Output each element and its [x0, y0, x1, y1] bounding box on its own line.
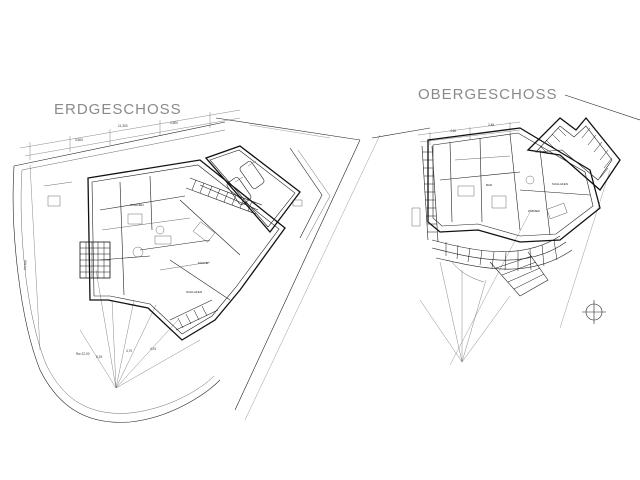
ground-floor-terrace-steps	[169, 299, 219, 331]
upper-floor-building-outline	[427, 127, 601, 243]
svg-text:WOHNEN: WOHNEN	[130, 203, 144, 207]
svg-text:24,400: 24,400	[23, 260, 28, 270]
svg-text:SCHLAFEN: SCHLAFEN	[186, 290, 202, 294]
svg-text:2,45: 2,45	[488, 123, 494, 127]
svg-text:SCHLAFEN: SCHLAFEN	[552, 182, 568, 186]
site-boundary-inner	[20, 169, 215, 414]
upper-floor-plan: 4,60 2,45 BAD ZIMMER SCHLAFEN	[371, 94, 640, 366]
svg-text:4,70: 4,70	[126, 349, 132, 353]
radial-dimension-lines: 5,15 4,70 4,91	[79, 269, 201, 389]
svg-text:4,600: 4,600	[170, 121, 178, 125]
svg-text:11,300: 11,300	[118, 124, 128, 128]
svg-text:5,15: 5,15	[96, 355, 102, 359]
top-dimensions: 11,300 3,500 4,600	[19, 109, 241, 160]
upper-floor-interior-walls	[439, 133, 591, 236]
upper-floor-exterior-stairs	[451, 251, 549, 297]
upper-floor-roof	[526, 116, 621, 191]
svg-text:4,60: 4,60	[450, 129, 456, 133]
north-arrow-icon	[582, 300, 606, 324]
upper-floor-title: OBERGESCHOSS	[418, 86, 558, 103]
ground-floor-stairs	[185, 177, 263, 215]
ground-floor-building-outline	[87, 159, 286, 341]
svg-text:KÜCHE: KÜCHE	[198, 261, 209, 265]
upper-floor-curved-balcony	[431, 235, 573, 271]
svg-text:4,91: 4,91	[150, 347, 156, 351]
upper-radial-dimension-lines	[419, 261, 511, 363]
svg-text:Rw 22,00: Rw 22,00	[76, 352, 90, 356]
ground-floor-hatched-area	[79, 241, 111, 279]
ground-floor-plan: 11,300 3,500 4,600 24,400 5,15 4,70 4,91	[12, 109, 381, 423]
site-boundary-outer	[12, 165, 221, 423]
svg-text:3,500: 3,500	[75, 138, 83, 142]
ground-floor-title: ERDGESCHOSS	[54, 101, 182, 118]
svg-text:BAD: BAD	[486, 183, 493, 187]
ground-floor-interior-walls	[99, 175, 259, 301]
garage-wing	[204, 145, 301, 234]
site-marker-left	[47, 195, 61, 207]
upper-top-dimensions: 4,60 2,45	[417, 121, 521, 145]
property-line-right	[215, 117, 361, 141]
svg-text:ZIMMER: ZIMMER	[528, 209, 541, 213]
upper-floor-stair-hatching	[421, 145, 439, 243]
